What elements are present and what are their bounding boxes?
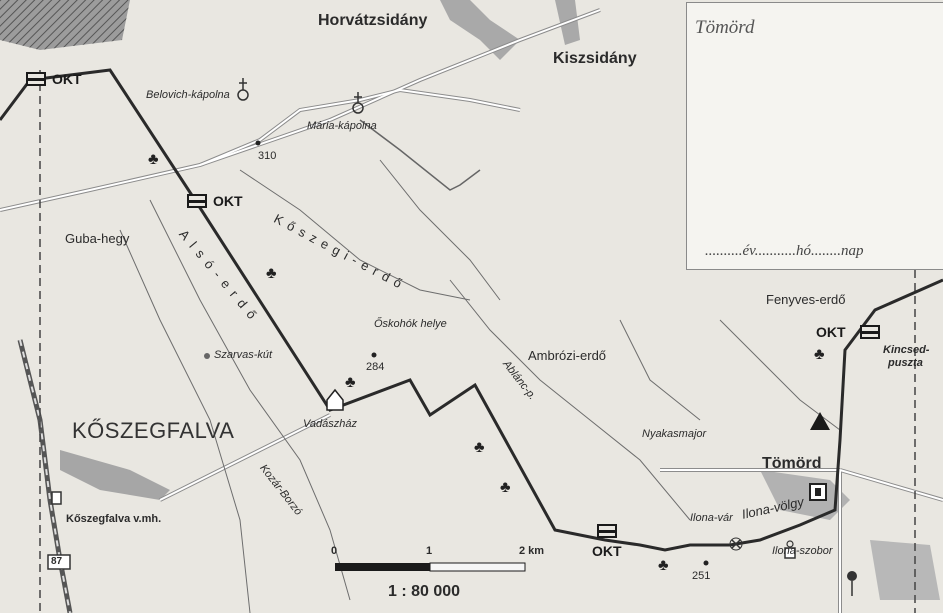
elevation-point [371, 352, 377, 358]
stamp-box: Tömörd ..........év...........hó........… [686, 2, 943, 270]
label-szarvas-kut: Szarvas-kút [214, 349, 273, 361]
scale-tick-1: 1 [426, 545, 433, 557]
label-elevation-284: 284 [366, 361, 385, 373]
forest-icon: ♣ [814, 346, 825, 363]
okt-marker-icon [26, 72, 46, 86]
okt-marker-icon [597, 524, 617, 538]
scale-tick-0: 0 [331, 545, 338, 557]
forest-icon: ♣ [474, 439, 485, 456]
elevation-point [255, 140, 261, 146]
label-puszta: puszta [888, 357, 923, 369]
scale-bar [335, 562, 526, 572]
label-kincsed: Kincsed- [883, 344, 930, 356]
forest-icon: ♣ [345, 374, 356, 391]
label-ilona-szobor: Ilona-szobor [772, 545, 833, 557]
forest-icon: ♣ [148, 151, 159, 168]
road-number-shield [47, 554, 71, 570]
forest-icon: ♣ [500, 479, 511, 496]
label-koszegfalva-station: Kőszegfalva v.mh. [66, 513, 162, 525]
label-ambrozi-erdo: Ambrózi-erdő [528, 348, 607, 363]
scale-ratio: 1 : 80 000 [388, 583, 461, 600]
label-maria-kapolna: Mária-kápolna [307, 120, 377, 132]
label-horvatzsidany: Horvátzsidány [318, 12, 428, 29]
label-ilona-var: Ilona-vár [690, 512, 733, 524]
poi-symbol [847, 571, 857, 581]
label-koszegfalva: KŐSZEGFALVA [72, 418, 235, 443]
village-block [440, 0, 520, 60]
label-oskohok-helye: Őskohók helye [374, 318, 447, 330]
side-road [359, 119, 481, 191]
label-vadaszhaz: Vadászház [303, 418, 358, 430]
okt-marker-icon [860, 325, 880, 339]
stamp-box-date-line: ..........év...........hó........nap [705, 243, 864, 259]
label-kiszsidany: Kiszsidány [553, 50, 637, 67]
okt-trail [0, 68, 943, 552]
forest-icon: ♣ [266, 265, 277, 282]
road-number-87: 87 [51, 556, 63, 567]
campsite-symbol [810, 412, 830, 430]
okt-label: OKT [816, 324, 846, 340]
koszegfalva-built-area [60, 450, 170, 500]
label-tomord: Tömörd [762, 455, 822, 472]
label-elevation-310: 310 [258, 150, 277, 162]
okt-label: OKT [213, 193, 243, 209]
spring-symbol [204, 353, 210, 359]
ruin-symbol [731, 539, 741, 549]
label-nyakasmajor: Nyakasmajor [642, 428, 707, 440]
okt-marker-icon [187, 194, 207, 208]
label-fenyves-erdo: Fenyves-erdő [766, 292, 846, 307]
stamp-box-title: Tömörd [695, 17, 755, 38]
tomord-built-area [760, 470, 850, 520]
hunting-lodge-symbol [326, 388, 344, 411]
label-elevation-251: 251 [692, 570, 711, 582]
label-guba-hegy: Guba-hegy [65, 231, 130, 246]
streams [119, 159, 841, 613]
statue-symbol [784, 547, 796, 559]
elevation-point [703, 560, 709, 566]
label-belovich-kapolna: Belovich-kápolna [146, 89, 230, 101]
hatched-area [0, 0, 130, 50]
scale-tick-2km: 2 km [519, 545, 545, 557]
station-symbol [51, 491, 62, 505]
roads-fill [0, 9, 943, 613]
tomord-south-area [870, 540, 940, 600]
okt-label: OKT [592, 543, 622, 559]
okt-label: OKT [52, 71, 82, 87]
forest-icon: ♣ [658, 557, 669, 574]
